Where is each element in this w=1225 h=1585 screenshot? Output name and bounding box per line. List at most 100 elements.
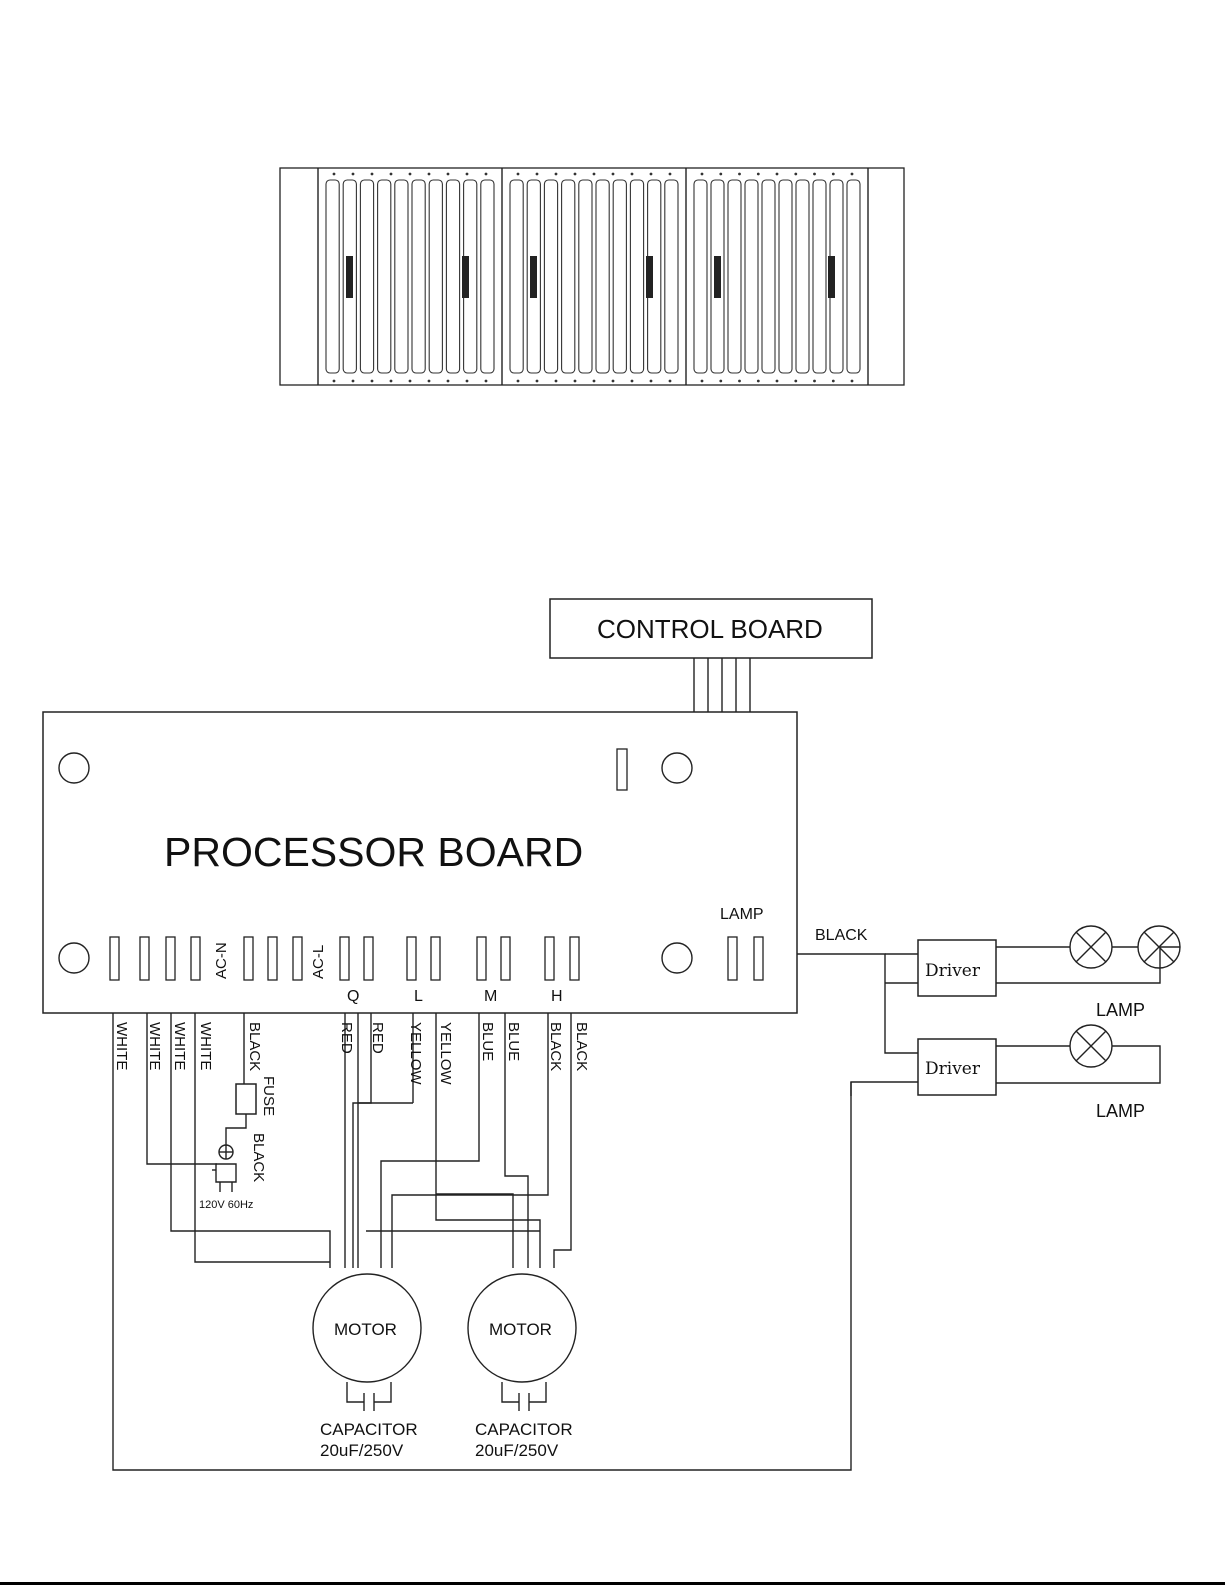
rail-dot <box>447 173 450 176</box>
filter-slat <box>412 180 425 373</box>
filter-slat <box>665 180 678 373</box>
rail-dot <box>757 173 760 176</box>
rail-dot <box>333 173 336 176</box>
driver-label: Driver <box>925 961 981 981</box>
rail-dot <box>719 173 722 176</box>
rail-dot <box>555 380 558 383</box>
filter-slat <box>429 180 442 373</box>
wire-label: WHITE <box>146 1022 163 1070</box>
filter-slat <box>813 180 826 373</box>
terminal-slot <box>340 937 349 980</box>
terminal-slot <box>431 937 440 980</box>
filter-slat <box>481 180 494 373</box>
filter-slat <box>510 180 523 373</box>
filter-slat <box>395 180 408 373</box>
wire-label: BLUE <box>479 1022 496 1061</box>
filter-handle <box>462 256 469 298</box>
rail-dot <box>813 173 816 176</box>
rail-dot <box>593 380 596 383</box>
processor-board: PROCESSOR BOARD AC-N AC-L Q L M H LAMP <box>43 712 797 1013</box>
rail-dot <box>650 380 653 383</box>
wire-label: YELLOW <box>437 1022 454 1085</box>
supply-label: 120V 60Hz <box>199 1199 253 1211</box>
rail-dot <box>517 173 520 176</box>
capacitor-rating: 20uF/250V <box>475 1441 559 1460</box>
terminal-label-ac-n: AC-N <box>213 942 230 979</box>
rail-dot <box>428 173 431 176</box>
rail-dot <box>794 380 797 383</box>
rail-dot <box>409 173 412 176</box>
control-board: CONTROL BOARD <box>550 599 872 712</box>
lamp-circuit-2 <box>996 1025 1160 1083</box>
terminal-slot <box>407 937 416 980</box>
rail-dot <box>574 173 577 176</box>
rail-dot <box>794 173 797 176</box>
terminal-label-h: H <box>551 988 563 1005</box>
filter-slat <box>613 180 626 373</box>
wire-label: BLACK <box>246 1022 263 1071</box>
rail-dot <box>555 173 558 176</box>
rail-dot <box>719 380 722 383</box>
rail-dot <box>776 380 779 383</box>
rail-dot <box>517 380 520 383</box>
terminal-slot <box>477 937 486 980</box>
terminal-label-lamp: LAMP <box>720 906 764 923</box>
filter-slat <box>446 180 459 373</box>
rail-dot <box>757 380 760 383</box>
fuse-wire-label: BLACK <box>250 1133 267 1182</box>
rail-dot <box>669 173 672 176</box>
rail-dot <box>333 380 336 383</box>
terminal-slot <box>293 937 302 980</box>
filter-slat <box>630 180 643 373</box>
rail-dot <box>371 173 374 176</box>
terminal-slot <box>110 937 119 980</box>
driver-label: Driver <box>925 1059 981 1079</box>
processor-board-label: PROCESSOR BOARD <box>164 829 583 875</box>
filter-slat <box>326 180 339 373</box>
terminal-slot <box>364 937 373 980</box>
terminal-label-m: M <box>484 988 497 1005</box>
rail-dot <box>352 173 355 176</box>
rail-dot <box>485 173 488 176</box>
rail-dot <box>813 380 816 383</box>
filter-handle <box>646 256 653 298</box>
rail-dot <box>738 173 741 176</box>
filter-slat <box>562 180 575 373</box>
terminal-slot <box>728 937 737 980</box>
filter-slat <box>544 180 557 373</box>
rail-dot <box>851 173 854 176</box>
rail-dot <box>536 380 539 383</box>
filter-slat <box>745 180 758 373</box>
rail-dot <box>612 380 615 383</box>
rail-dot <box>409 380 412 383</box>
terminal-slot <box>268 937 277 980</box>
rail-dot <box>390 173 393 176</box>
filter-slat <box>728 180 741 373</box>
filter-handle <box>530 256 537 298</box>
rail-dot <box>851 380 854 383</box>
wire-label: WHITE <box>171 1022 188 1070</box>
range-hood-front-illustration <box>280 168 904 385</box>
lamp-wire-label: BLACK <box>815 927 868 944</box>
motor-label: MOTOR <box>334 1320 397 1339</box>
filter-slat <box>596 180 609 373</box>
lamp-driver: Driver <box>918 940 996 996</box>
rail-dot <box>466 173 469 176</box>
wire-label: BLACK <box>547 1022 564 1071</box>
rail-dot <box>371 380 374 383</box>
filter-slat <box>579 180 592 373</box>
filter-handle <box>346 256 353 298</box>
rail-dot <box>701 380 704 383</box>
lamp-label: LAMP <box>1096 1101 1145 1121</box>
terminal-label-l: L <box>414 988 423 1005</box>
wire-label: RED <box>369 1022 386 1054</box>
lamp-label: LAMP <box>1096 1000 1145 1020</box>
rail-dot <box>428 380 431 383</box>
filter-slat <box>378 180 391 373</box>
rail-dot <box>631 173 634 176</box>
filter-slat <box>694 180 707 373</box>
motor: MOTOR <box>313 1274 421 1411</box>
rail-dot <box>612 173 615 176</box>
rail-dot <box>650 173 653 176</box>
